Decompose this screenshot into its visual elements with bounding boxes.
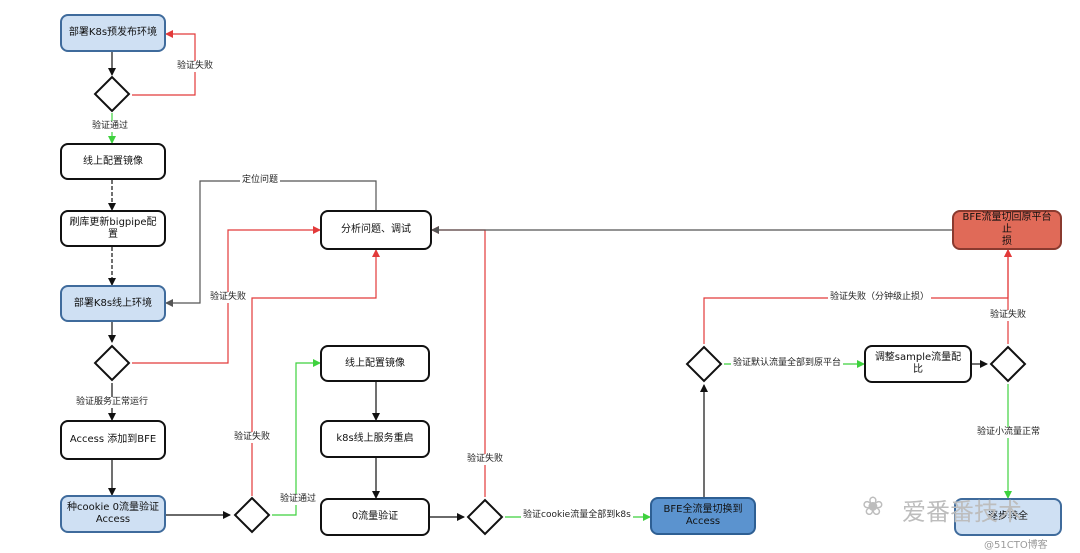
- edge-d3-fail: [251, 249, 380, 496]
- label-fail-3: 验证失败: [232, 432, 273, 443]
- edge-d3-pass: [272, 359, 321, 516]
- label-default-all: 验证默认流量全部到原平台: [731, 358, 844, 369]
- node-analyze: 分析问题、调试: [320, 210, 432, 250]
- node-bfe-rollback: BFE流量切回原平台止 损: [952, 210, 1062, 250]
- label-cookie-all: 验证cookie流量全部到k8s: [521, 510, 633, 521]
- label-fail-minute: 验证失败（分钟级止损）: [828, 292, 932, 303]
- label-fail-5: 验证失败: [988, 310, 1029, 321]
- node-adjust-sample: 调整sample流量配比: [864, 345, 972, 383]
- label-small-ok: 验证小流量正常: [975, 427, 1043, 438]
- node-zero-verify: 0流量验证: [320, 498, 430, 536]
- node-cookie-zero: 种cookie 0流量验证 Access: [60, 495, 166, 533]
- edge-analyze-locate: [165, 180, 377, 307]
- label-fail-4: 验证失败: [465, 454, 506, 465]
- node-refresh-bigpipe: 刷库更新bigpipe配置: [60, 210, 166, 247]
- label-fail-1: 验证失败: [175, 61, 216, 72]
- label-service-ok: 验证服务正常运行: [74, 397, 151, 408]
- watermark-site: @51CTO博客: [984, 540, 1048, 551]
- node-deploy-online: 部署K8s线上环境: [60, 285, 166, 322]
- node-gradual: 逐步转全: [954, 498, 1062, 536]
- label-fail-2: 验证失败: [208, 292, 249, 303]
- node-bfe-full: BFE全流量切换到 Access: [650, 497, 756, 535]
- label-pass-2: 验证通过: [278, 494, 319, 505]
- node-deploy-pre: 部署K8s预发布环境: [60, 14, 166, 52]
- label-locate: 定位问题: [240, 175, 281, 186]
- watermark-logo-icon: ❀: [862, 492, 884, 522]
- watermark-brand: 爱番番技术: [902, 498, 1022, 526]
- node-access-bfe: Access 添加到BFE: [60, 420, 166, 460]
- node-k8s-restart: k8s线上服务重启: [320, 420, 430, 458]
- node-online-image-2: 线上配置镜像: [320, 345, 430, 382]
- node-online-image-1: 线上配置镜像: [60, 143, 166, 180]
- label-pass-1: 验证通过: [90, 121, 131, 132]
